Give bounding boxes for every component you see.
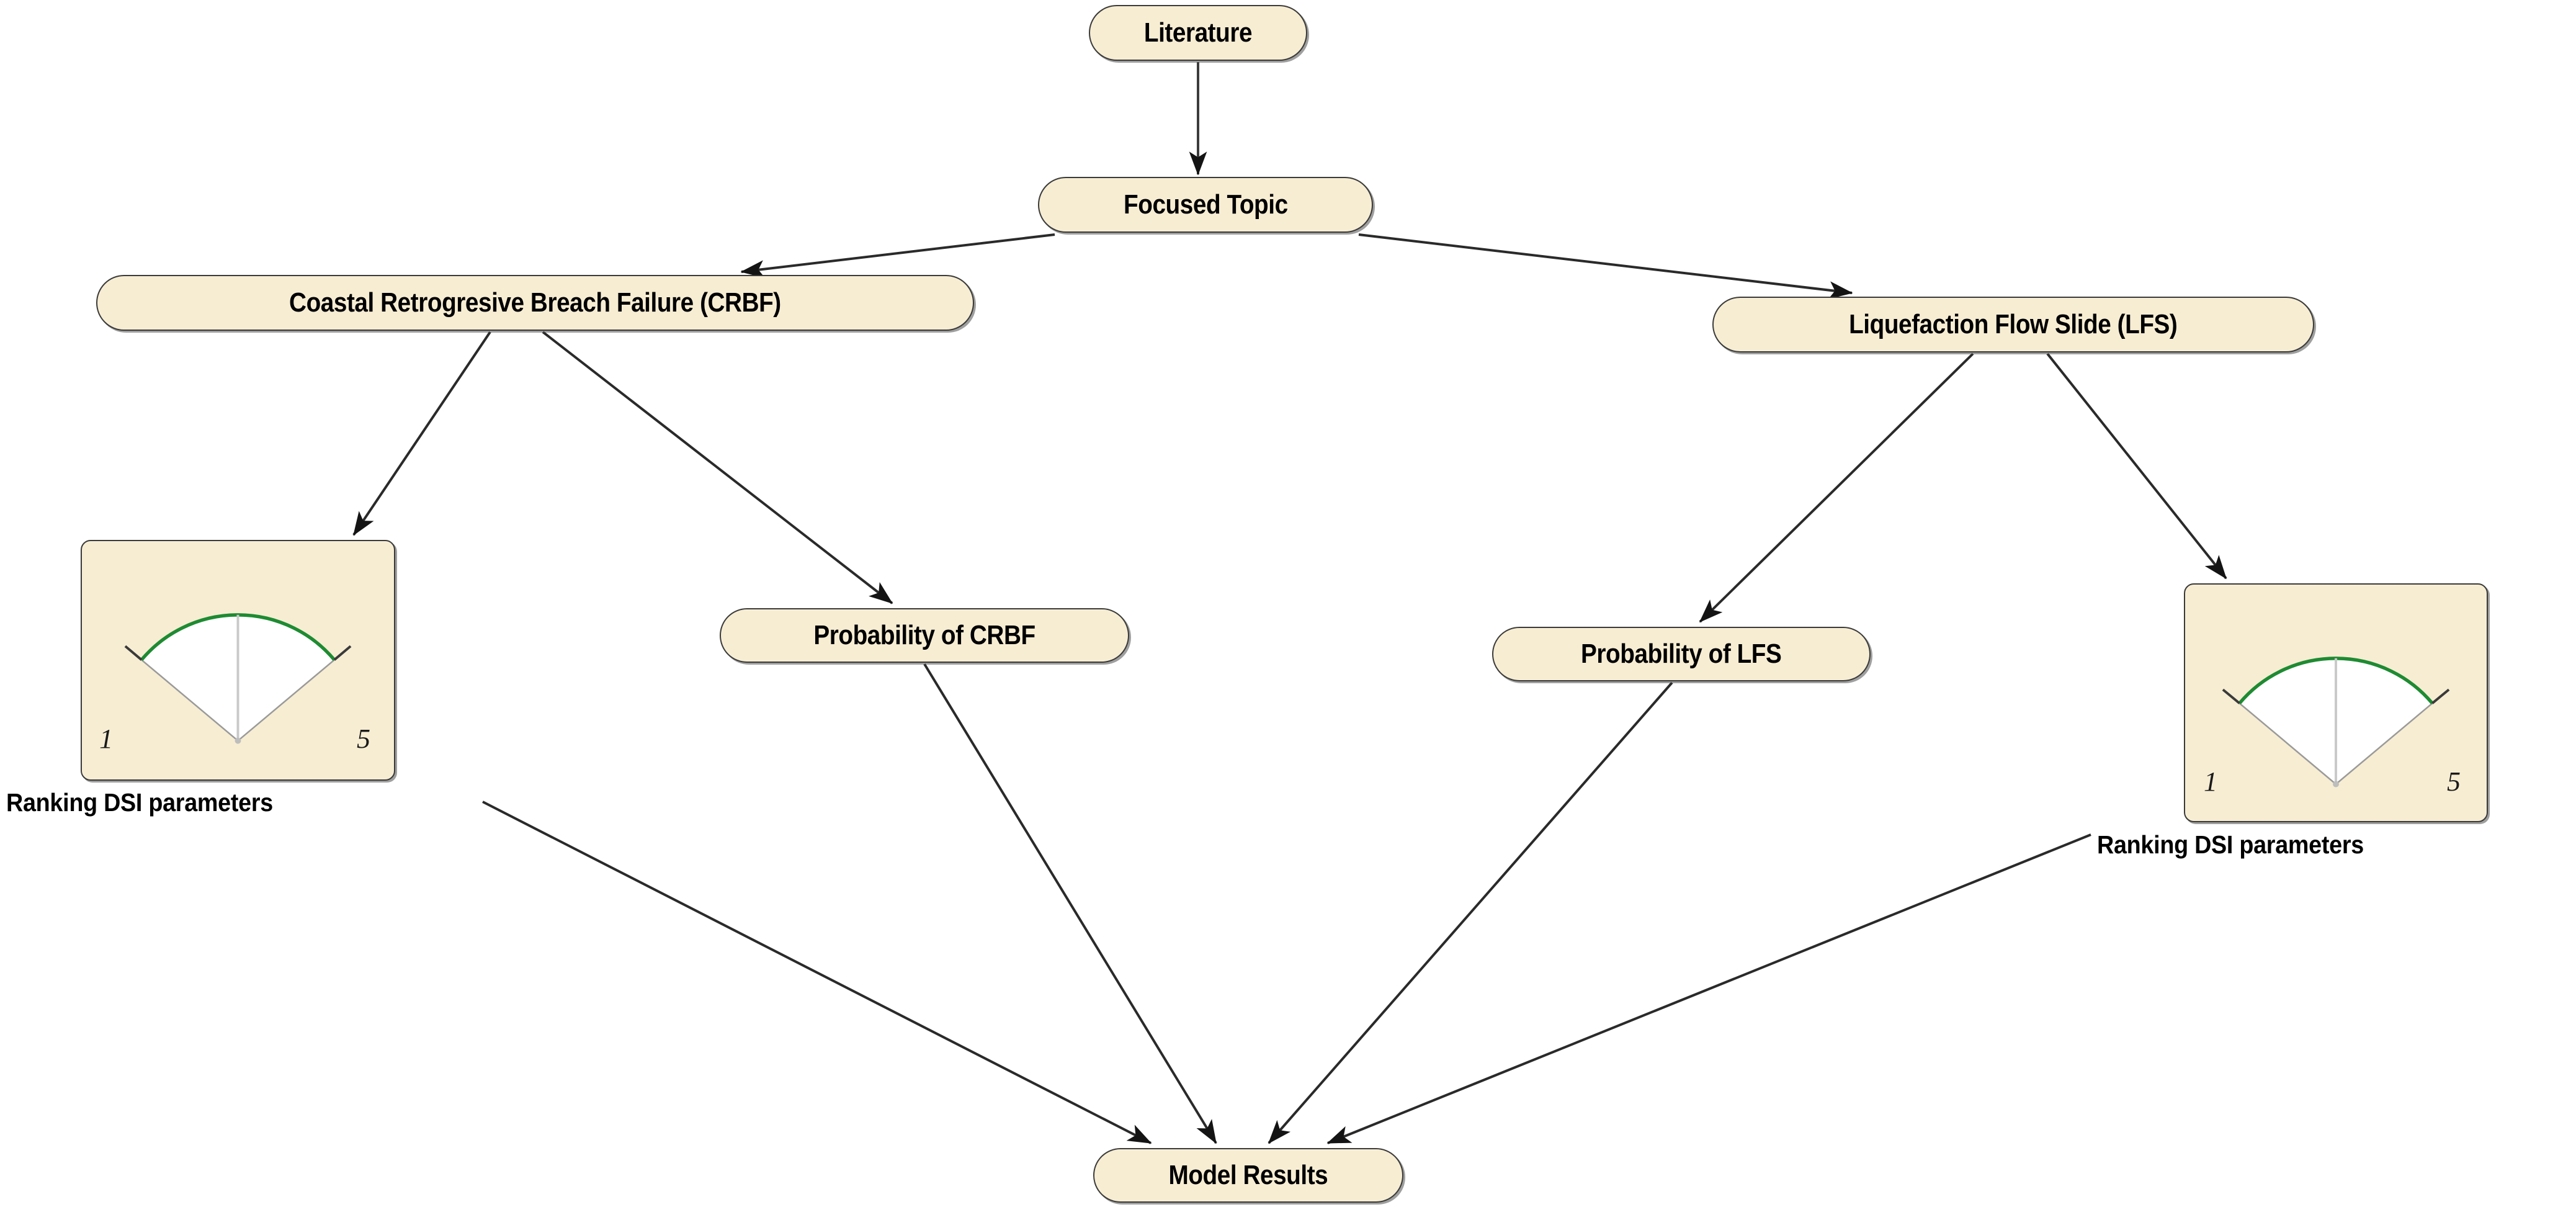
gauge-left-caption: Ranking DSI parameters [6,788,273,817]
gauge-right-caption: Ranking DSI parameters [2097,830,2364,859]
node-crbf[interactable]: Coastal Retrogresive Breach Failure (CRB… [96,275,974,331]
edge-crbf-to-probability-of-crbf [542,331,893,604]
node-model-results-label: Model Results [1168,1160,1328,1190]
edge-gauge-right-to-model-results [1326,833,2091,1144]
gauge-right-dial-icon [2222,657,2450,787]
edge-lfs-to-gauge-right [2046,352,2227,580]
edge-crbf-to-gauge-left [352,331,491,536]
node-probability-of-crbf[interactable]: Probability of CRBF [720,608,1129,663]
gauge-right-max-label: 5 [2447,766,2461,797]
node-focused-topic-label: Focused Topic [1123,189,1288,220]
edge-probability-of-lfs-to-model-results [1268,681,1673,1144]
gauge-left-min-label: 1 [99,724,113,754]
node-model-results[interactable]: Model Results [1093,1148,1403,1203]
edge-focused-topic-to-crbf [740,233,1055,278]
node-probability-of-crbf-label: Probability of CRBF [813,620,1035,650]
node-probability-of-lfs-label: Probability of LFS [1581,639,1782,669]
node-probability-of-lfs[interactable]: Probability of LFS [1492,627,1871,681]
gauge-ranking-dsi-left[interactable]: 1 5 [81,540,395,781]
edge-lfs-to-probability-of-lfs [1699,352,1974,623]
node-literature-label: Literature [1143,17,1253,48]
gauge-left-dial-icon [124,613,352,744]
edge-probability-of-crbf-to-model-results [923,663,1217,1144]
node-focused-topic[interactable]: Focused Topic [1038,177,1373,233]
gauge-left-max-label: 5 [357,724,370,754]
gauge-ranking-dsi-right[interactable]: 1 5 [2184,583,2488,822]
node-lfs[interactable]: Liquefaction Flow Slide (LFS) [1712,297,2314,352]
node-lfs-label: Liquefaction Flow Slide (LFS) [1849,309,2178,339]
node-literature[interactable]: Literature [1089,5,1307,61]
node-crbf-label: Coastal Retrogresive Breach Failure (CRB… [289,287,781,318]
edge-focused-topic-to-lfs [1358,233,1853,299]
edge-gauge-left-to-model-results [482,801,1152,1144]
gauge-right-min-label: 1 [2204,766,2217,797]
